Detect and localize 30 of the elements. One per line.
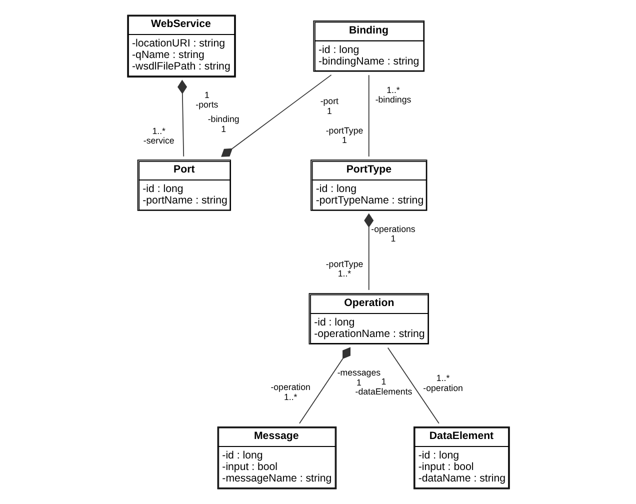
label: 1 (220, 124, 226, 134)
connector (298, 347, 350, 424)
label: 1 (380, 376, 386, 387)
connector (386, 347, 439, 424)
label: 1 (342, 135, 346, 146)
label: 1 (356, 377, 361, 388)
label: -binding (207, 114, 239, 124)
connector (368, 74, 369, 157)
label: 1..* (337, 268, 351, 279)
label: -portType (325, 125, 363, 136)
label: -portType (325, 258, 363, 269)
label: 1 (390, 234, 396, 244)
label: 1..* (436, 373, 450, 384)
connector (220, 74, 332, 157)
label: -ports (195, 100, 218, 110)
label: -operation (270, 382, 310, 392)
label: 1..* (152, 126, 165, 136)
connector (364, 213, 374, 290)
label: -messages (336, 368, 380, 378)
label: 1 (326, 106, 332, 116)
label: -port (320, 96, 338, 106)
label: -service (142, 136, 174, 146)
label: -operation (422, 382, 462, 393)
label: -bindings (374, 94, 411, 105)
label: 1 (204, 90, 209, 100)
label: -dataElements (354, 386, 412, 396)
connector (177, 80, 187, 157)
label: -operations (370, 224, 415, 234)
label: 1..* (283, 392, 297, 402)
label: 1..* (386, 84, 400, 95)
